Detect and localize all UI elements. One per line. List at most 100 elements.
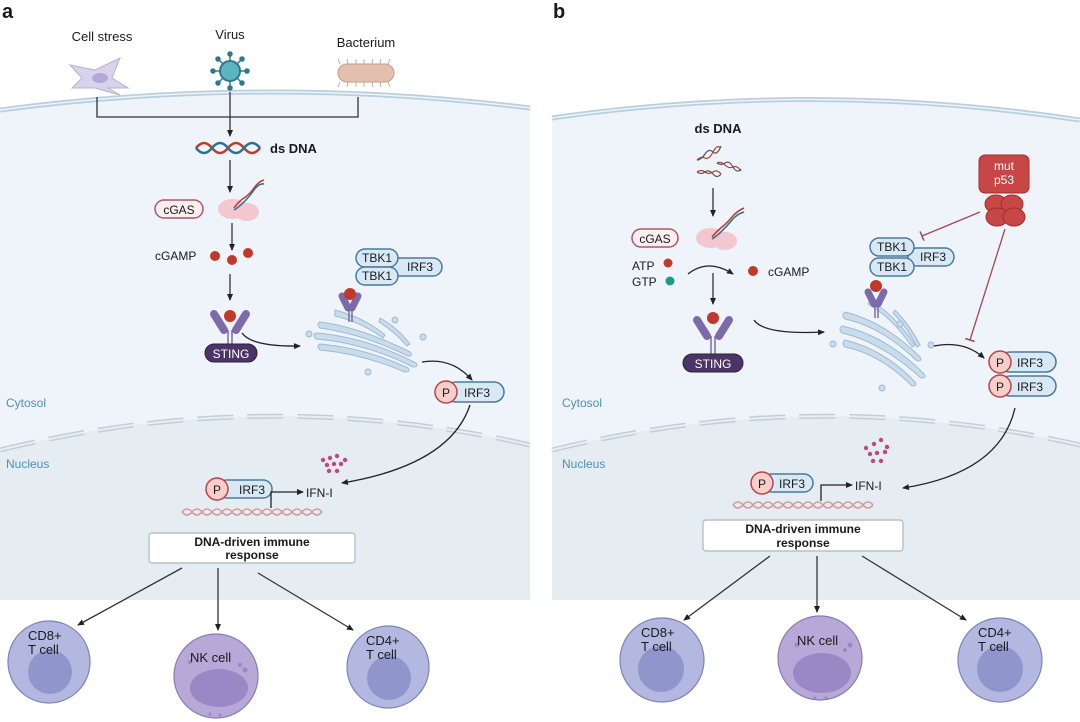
cgamp-molecule bbox=[210, 251, 220, 261]
convergence-bracket-a bbox=[96, 97, 359, 118]
genomic-dna-icon-b bbox=[732, 501, 874, 509]
cgamp-molecule bbox=[243, 248, 253, 258]
phospho-irf3-dimer-b bbox=[988, 350, 1057, 398]
ifn-label-b: IFN-I bbox=[855, 479, 882, 493]
panel-letter-b: b bbox=[553, 1, 565, 23]
nucleus-label-b: Nucleus bbox=[562, 457, 605, 471]
cd4-t-cell-a bbox=[346, 625, 430, 709]
phospho-irf3-nucleus-a bbox=[205, 477, 273, 501]
ifn-label-a: IFN-I bbox=[306, 486, 333, 500]
cytosol-label-a: Cytosol bbox=[6, 396, 46, 410]
trigger-label-virus: Virus bbox=[215, 27, 245, 42]
cd8-label-line1-b: CD8+ bbox=[641, 625, 675, 640]
panel-letter-a: a bbox=[2, 1, 14, 23]
atp-label-b: ATP bbox=[632, 259, 654, 273]
mutp53-label-line2: p53 bbox=[994, 173, 1014, 187]
golgi-apparatus-icon bbox=[305, 309, 427, 376]
phospho-irf3-cytosol-a bbox=[434, 380, 505, 404]
mutp53-tetramer-icon bbox=[984, 194, 1026, 227]
cd8-label-line2-b: T cell bbox=[641, 639, 672, 654]
panel-a: a Cell stress Virus Bacterium bbox=[0, 1, 531, 719]
dsdna-label-a: ds DNA bbox=[270, 141, 318, 156]
arrow-sting-to-golgi-b bbox=[753, 319, 825, 336]
trigger-label-bacterium: Bacterium bbox=[337, 35, 396, 50]
dsdna-fragments-icon bbox=[696, 145, 742, 178]
irf3-label-b: IRF3 bbox=[1017, 356, 1043, 370]
cd4-label-line2-b: T cell bbox=[978, 639, 1009, 654]
cd4-label-line2-a: T cell bbox=[366, 647, 397, 662]
arrow-to-cd4-b bbox=[861, 555, 967, 621]
sting-badge-b bbox=[682, 353, 744, 373]
p-label-b: P bbox=[996, 356, 1004, 370]
cd4-t-cell-b bbox=[957, 617, 1043, 703]
phospho-irf3-nucleus-b bbox=[750, 471, 814, 495]
tbk1-label-a: TBK1 bbox=[362, 251, 392, 265]
p-label-a: P bbox=[442, 386, 450, 400]
gtp-molecule bbox=[665, 276, 675, 286]
inhibition-tbk1-b bbox=[919, 211, 981, 241]
response-line2-a: response bbox=[225, 548, 279, 562]
arrow-to-cd8-a bbox=[77, 567, 183, 626]
irf3-label-b: IRF3 bbox=[1017, 380, 1043, 394]
dsdna-label-b: ds DNA bbox=[695, 121, 743, 136]
mutp53-box bbox=[978, 154, 1030, 194]
cgas-enzyme-icon bbox=[218, 179, 265, 221]
cgas-badge-a bbox=[154, 199, 204, 219]
panel-b: b ds DNA cGAS ATP GTP cGAMP bbox=[551, 1, 1080, 703]
cd4-label-line1-a: CD4+ bbox=[366, 633, 400, 648]
cd8-label-line2-a: T cell bbox=[28, 642, 59, 657]
nk-label-b: NK cell bbox=[797, 633, 838, 648]
arrow-golgi-to-pirf3-b bbox=[933, 343, 985, 359]
p-label-b: P bbox=[996, 380, 1004, 394]
cd8-t-cell-b bbox=[619, 617, 705, 703]
ifn-molecules-b bbox=[863, 437, 890, 464]
cd8-label-line1-a: CD8+ bbox=[28, 628, 62, 643]
cytosol-label-b: Cytosol bbox=[562, 396, 602, 410]
sting-receptor-icon bbox=[210, 310, 250, 345]
mutp53-label-line1: mut bbox=[994, 159, 1015, 173]
response-line1-b: DNA-driven immune bbox=[745, 522, 861, 536]
sting-label-b: STING bbox=[695, 357, 732, 371]
tbk1-irf3-complex-b bbox=[869, 237, 955, 277]
sting-label-a: STING bbox=[213, 347, 250, 361]
activated-sting-on-golgi-icon bbox=[338, 288, 362, 322]
tbk1-label-a: TBK1 bbox=[362, 269, 392, 283]
p-label-b: P bbox=[758, 477, 766, 491]
cgas-enzyme-icon-b bbox=[696, 207, 745, 250]
cgamp-molecule bbox=[227, 255, 237, 265]
arrow-synthesis-b bbox=[687, 265, 734, 275]
sting-receptor-icon-b bbox=[693, 312, 733, 354]
transcription-arrow-a bbox=[270, 489, 304, 508]
nk-label-a: NK cell bbox=[190, 650, 231, 665]
p-label-a: P bbox=[213, 483, 221, 497]
arrow-golgi-to-pirf3-a bbox=[421, 360, 473, 381]
activated-sting-on-golgi-icon-b bbox=[864, 280, 888, 318]
cgamp-label-b: cGAMP bbox=[768, 265, 809, 279]
irf3-label-a: IRF3 bbox=[239, 483, 265, 497]
arrow-nuclear-translocation-b bbox=[902, 407, 1016, 491]
dsdna-helix-icon bbox=[195, 141, 261, 155]
sting-badge-a bbox=[204, 343, 258, 363]
ifn-molecules-a bbox=[320, 453, 348, 474]
transcription-arrow-b bbox=[820, 482, 853, 501]
cgamp-label-a: cGAMP bbox=[155, 249, 196, 263]
cgas-label-b: cGAS bbox=[639, 232, 670, 246]
nucleus-region-a bbox=[0, 416, 530, 600]
genomic-dna-icon bbox=[181, 508, 323, 516]
stressed-cell-icon bbox=[68, 56, 130, 96]
response-line2-b: response bbox=[776, 536, 830, 550]
arrow-sting-to-golgi-a bbox=[241, 332, 301, 350]
cgas-label-a: cGAS bbox=[163, 203, 194, 217]
response-line1-a: DNA-driven immune bbox=[194, 535, 310, 549]
irf3-label-a: IRF3 bbox=[407, 260, 433, 274]
irf3-label-b: IRF3 bbox=[779, 477, 805, 491]
atp-molecule bbox=[663, 258, 673, 268]
gtp-label-b: GTP bbox=[632, 275, 657, 289]
immune-response-box-b bbox=[702, 519, 904, 552]
cd8-t-cell-a bbox=[7, 620, 91, 704]
tbk1-irf3-complex-a bbox=[355, 248, 443, 286]
cgamp-molecule bbox=[748, 266, 758, 276]
nk-cell-b bbox=[777, 615, 863, 701]
irf3-label-b: IRF3 bbox=[920, 250, 946, 264]
